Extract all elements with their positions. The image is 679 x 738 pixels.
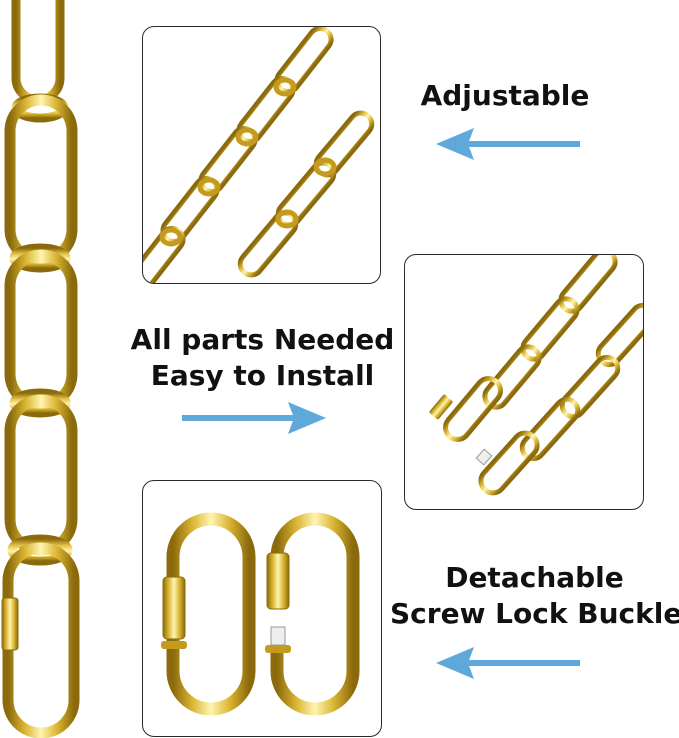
chain-link — [11, 0, 65, 105]
install-caption: All parts Needed Easy to Install — [125, 322, 400, 394]
chain-link-edge — [275, 209, 299, 229]
chain-link — [4, 94, 78, 266]
caption-line: All parts Needed — [130, 323, 395, 356]
chain-link-edge — [159, 227, 183, 247]
chain-link — [559, 354, 621, 420]
chain-link — [313, 110, 375, 178]
chain-link-edge — [313, 157, 337, 177]
chain-link — [443, 376, 503, 442]
arrow-right-icon — [182, 402, 326, 434]
adjustable-caption: Adjustable — [415, 78, 595, 114]
caption-line: Easy to Install — [150, 359, 375, 392]
adjustable-chain-illustration — [143, 27, 375, 283]
chain-link — [4, 394, 78, 556]
caption-text: Adjustable — [420, 79, 590, 112]
chain-link — [236, 76, 296, 144]
arrow-left-icon — [436, 647, 580, 679]
chain-link — [595, 302, 643, 368]
caption-line: Screw Lock Buckle — [390, 597, 679, 630]
chain-link-edge — [197, 177, 221, 197]
screw-lock-sleeve — [162, 576, 186, 640]
chain-link — [274, 27, 334, 94]
chain-link — [558, 255, 618, 314]
screw-lock-thread — [475, 448, 493, 466]
chain-link — [160, 176, 220, 244]
screw-lock-sleeve — [429, 394, 453, 420]
screw-lock-ring — [265, 645, 291, 653]
chain-link — [275, 160, 337, 228]
screw-lock-sleeve — [266, 552, 290, 610]
screw-lock-thread — [270, 626, 286, 646]
detachable-caption: Detachable Screw Lock Buckle — [390, 560, 679, 632]
screw-lock-ring — [161, 641, 187, 649]
chain-link — [478, 430, 540, 496]
chain-link-edge — [9, 388, 71, 418]
screw-lock-illustration — [161, 512, 360, 716]
caption-line: Detachable — [445, 561, 624, 594]
install-parts-panel — [404, 254, 644, 510]
install-parts-illustration — [429, 255, 643, 496]
main-chain-illustration — [1, 0, 80, 738]
chain-link — [519, 396, 581, 462]
adjustable-chain-panel — [142, 26, 381, 284]
screw-lock-sleeve — [1, 597, 19, 651]
chain-link — [237, 210, 299, 278]
chain-link — [520, 296, 580, 362]
screw-lock-panel — [142, 480, 382, 737]
chain-link-edge — [235, 127, 259, 147]
chain-link-edge — [7, 534, 73, 566]
arrow-left-icon — [436, 128, 580, 160]
chain-link-edge — [9, 243, 71, 273]
chain-link — [198, 126, 258, 194]
chain-link — [482, 344, 542, 410]
chain-link — [4, 249, 78, 411]
chain-link-edge — [273, 77, 297, 97]
